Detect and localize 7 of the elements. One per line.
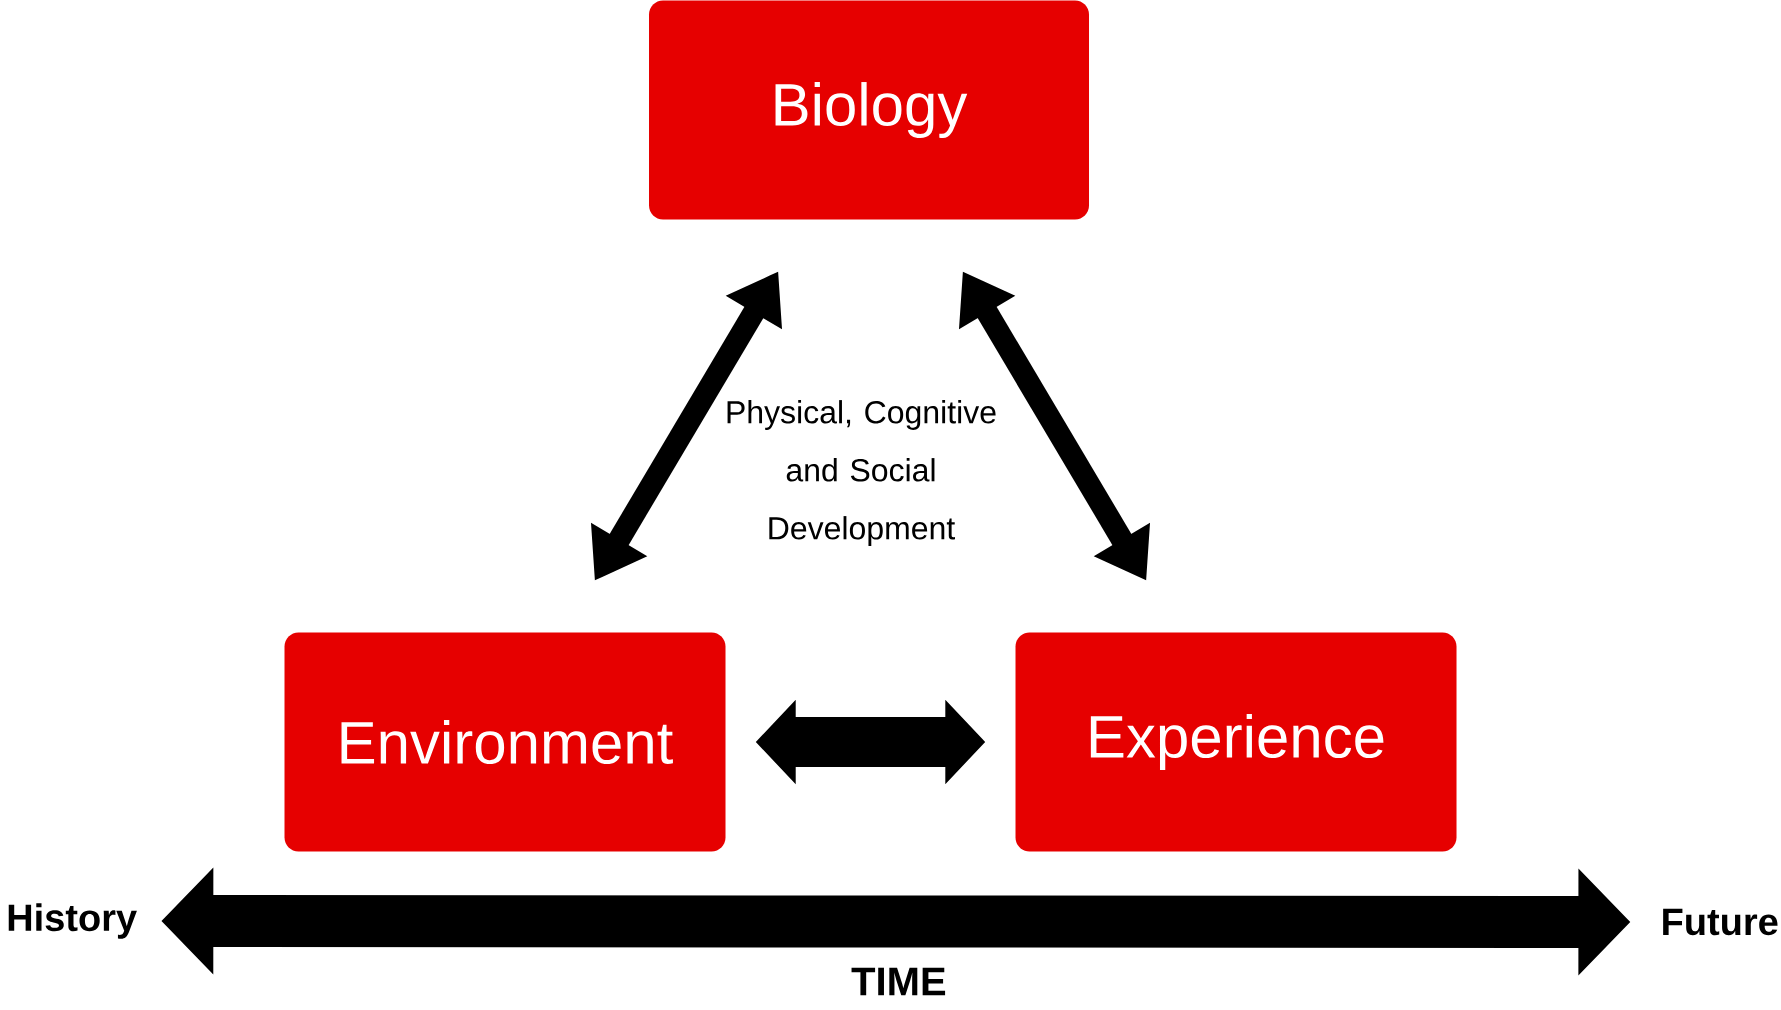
edge-label: TIME [851, 967, 946, 996]
process-box: Environment [284, 632, 726, 852]
end-label: Future [1663, 908, 1778, 936]
end-label: History [8, 903, 137, 939]
process-box: Biology [649, 0, 1089, 220]
process-box: Experience [1015, 632, 1457, 852]
center-text: Physical, Cognitive and Social Development [727, 400, 996, 546]
